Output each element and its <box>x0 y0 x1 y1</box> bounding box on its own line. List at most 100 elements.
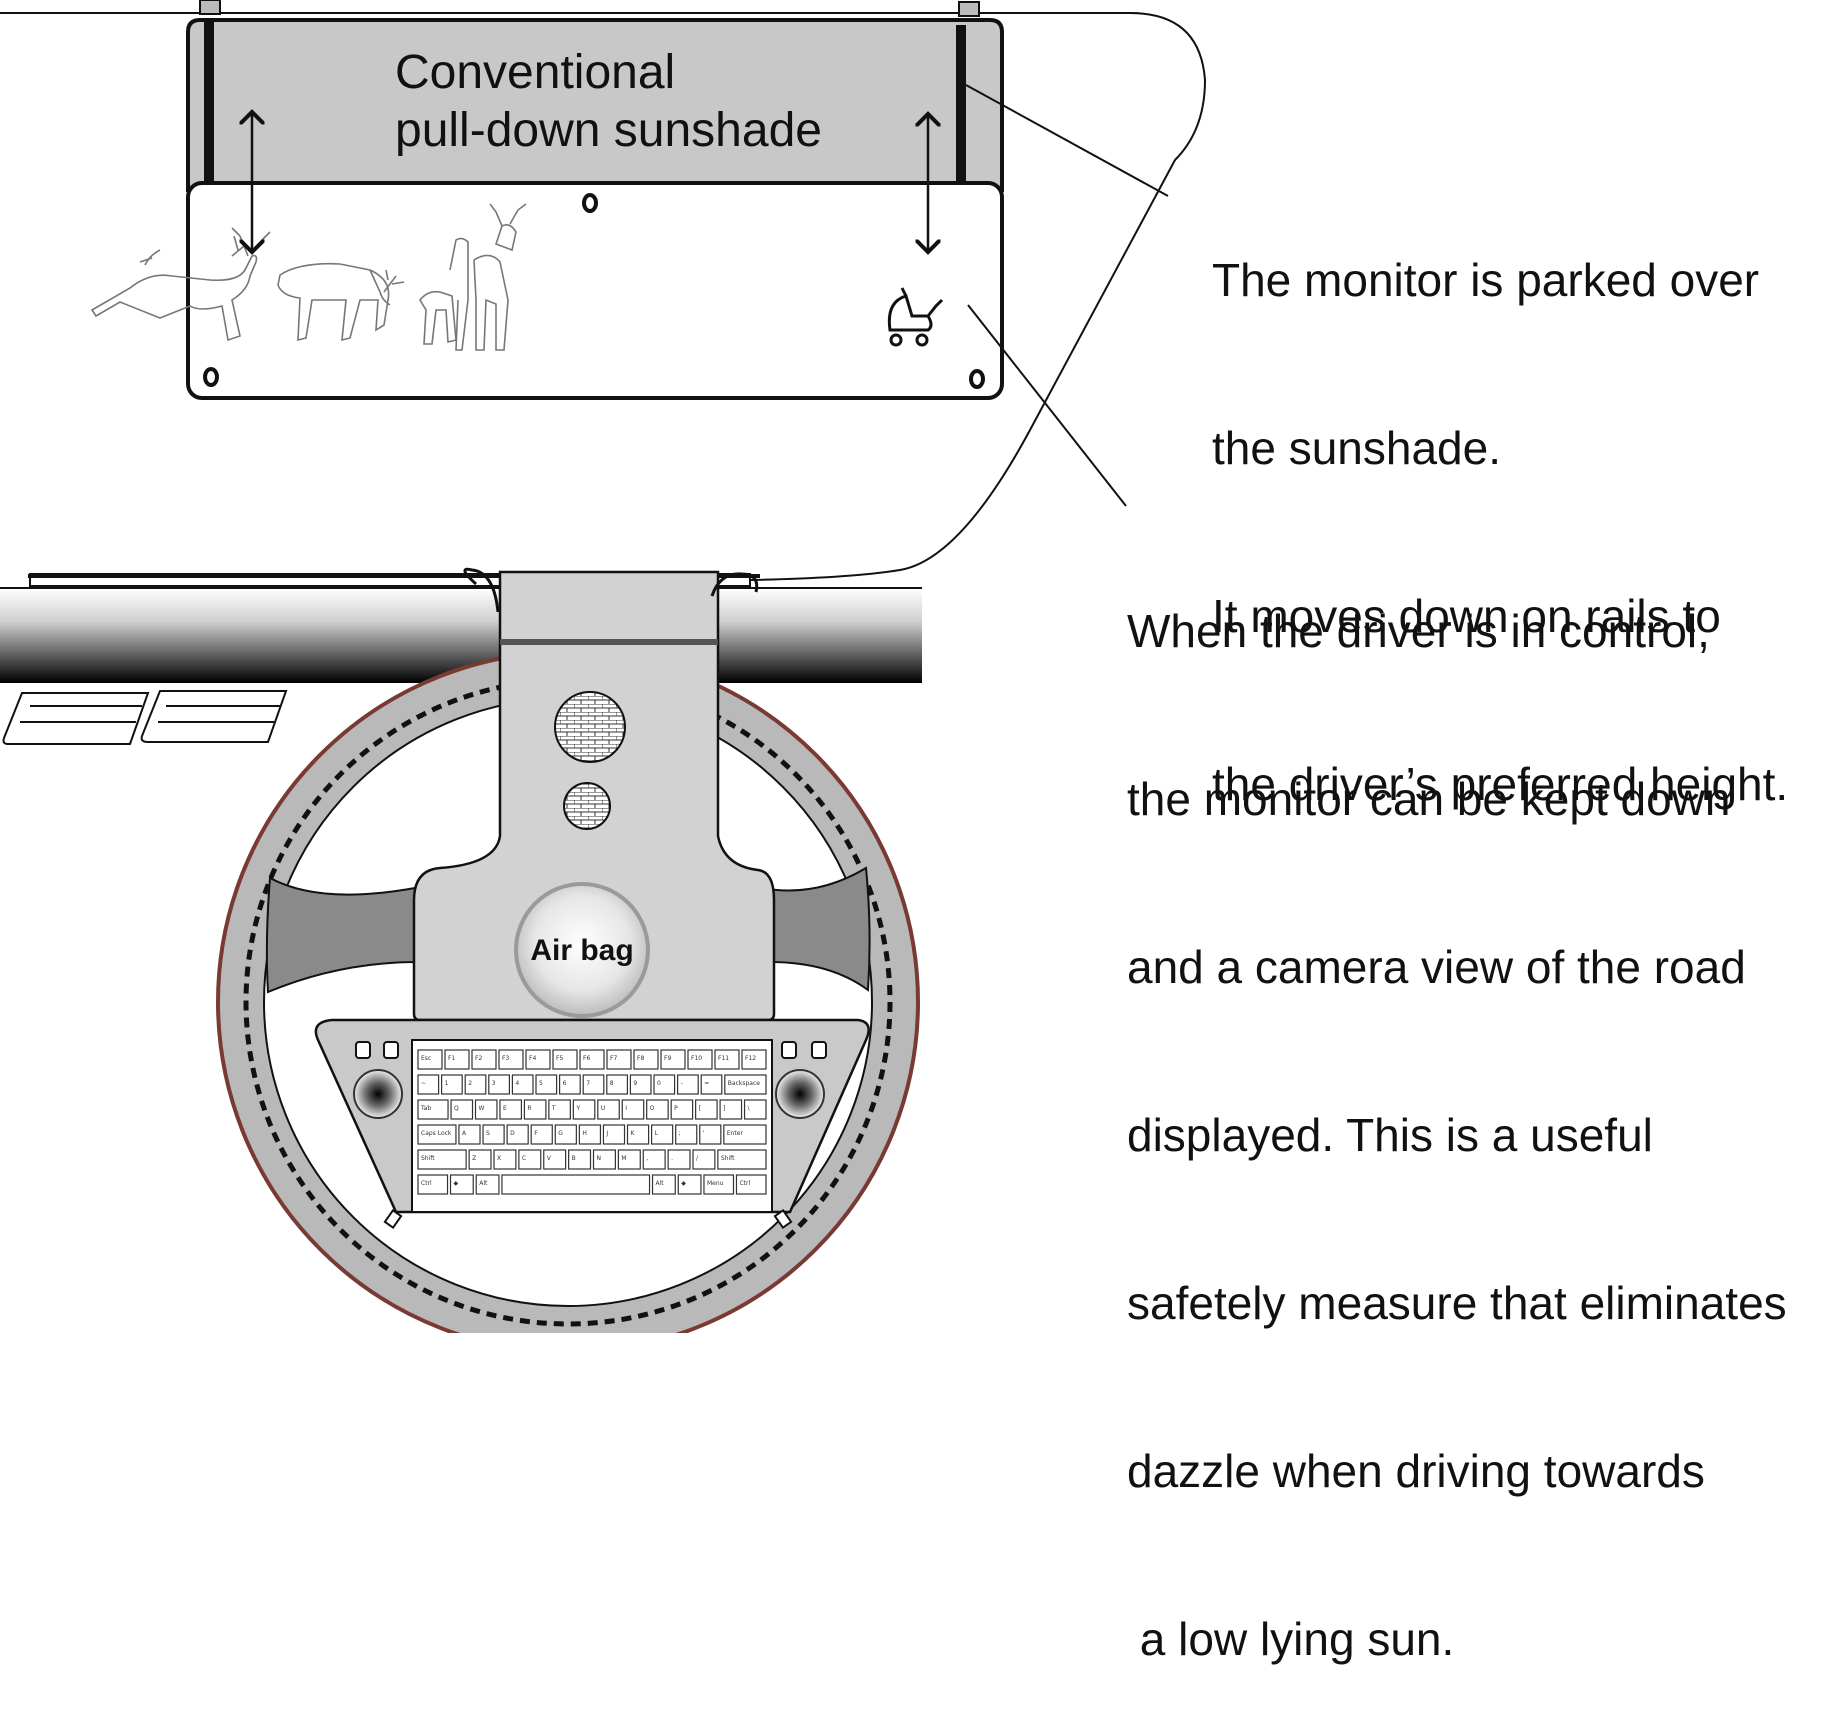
keyboard-key[interactable] <box>687 1049 713 1070</box>
keyboard-key[interactable] <box>670 1099 694 1120</box>
keyboard-key[interactable] <box>498 1049 524 1070</box>
keyboard-key[interactable] <box>488 1074 510 1095</box>
keyboard-key-label: N <box>597 1155 602 1162</box>
keyboard-key-label: U <box>601 1105 605 1112</box>
keyboard-key[interactable] <box>700 1074 723 1095</box>
keyboard-key[interactable] <box>650 1124 674 1145</box>
keyboard-key[interactable] <box>723 1124 767 1145</box>
wheel-spoke-right <box>760 866 871 992</box>
keyboard-key[interactable] <box>441 1074 463 1095</box>
keyboard-key[interactable] <box>743 1099 767 1120</box>
keyboard-key[interactable] <box>606 1049 632 1070</box>
keyboard-key[interactable] <box>548 1099 571 1120</box>
keyboard-key[interactable] <box>695 1099 718 1120</box>
keyboard-key[interactable] <box>719 1099 743 1120</box>
keyboard-key[interactable] <box>475 1174 500 1195</box>
keyboard-key[interactable] <box>474 1099 498 1120</box>
keyboard-key[interactable] <box>450 1099 474 1120</box>
keyboard-key[interactable] <box>676 1074 699 1095</box>
keyboard-key[interactable] <box>621 1099 645 1120</box>
keyboard-key[interactable] <box>543 1149 567 1170</box>
keyboard-key[interactable] <box>617 1149 641 1170</box>
keyboard-key[interactable] <box>626 1124 650 1145</box>
panel-button-1[interactable] <box>355 1041 371 1059</box>
keyboard-key[interactable] <box>417 1074 440 1095</box>
keyboard-key-label: F12 <box>745 1055 756 1062</box>
panel-button-3[interactable] <box>781 1041 797 1059</box>
keyboard-key-label: M <box>621 1155 626 1162</box>
keyboard-key[interactable] <box>582 1074 605 1095</box>
keyboard-key[interactable] <box>653 1074 676 1095</box>
keyboard-key[interactable] <box>449 1174 474 1195</box>
keyboard-key[interactable] <box>518 1149 542 1170</box>
keyboard-key[interactable] <box>525 1049 551 1070</box>
keyboard-key[interactable] <box>417 1149 467 1170</box>
keyboard-key[interactable] <box>699 1124 722 1145</box>
mount-hole-right <box>969 369 985 389</box>
keyboard-key[interactable] <box>714 1049 740 1070</box>
keyboard-key[interactable] <box>703 1174 735 1195</box>
keyboard-key[interactable] <box>417 1099 449 1120</box>
keyboard-key[interactable] <box>646 1099 669 1120</box>
keyboard-key[interactable] <box>724 1074 767 1095</box>
keyboard-key[interactable] <box>572 1099 596 1120</box>
trackball-left-icon[interactable] <box>353 1069 403 1119</box>
keyboard-key[interactable] <box>417 1174 449 1195</box>
keyboard-key-label: E <box>503 1105 507 1112</box>
keyboard-key[interactable] <box>558 1074 581 1095</box>
keyboard-key[interactable] <box>579 1049 605 1070</box>
keyboard-key[interactable] <box>660 1049 686 1070</box>
keyboard-key[interactable] <box>482 1124 505 1145</box>
keyboard-key[interactable] <box>554 1124 577 1145</box>
keyboard-key[interactable] <box>493 1149 517 1170</box>
keyboard-key[interactable] <box>417 1124 457 1145</box>
keyboard-key[interactable] <box>578 1124 602 1145</box>
stalk-hook-right <box>710 572 759 597</box>
mount-hole-left <box>203 367 219 387</box>
keyboard-key[interactable] <box>629 1074 652 1095</box>
keyboard-key-label: Esc <box>421 1055 431 1062</box>
keyboard-key[interactable] <box>651 1174 676 1195</box>
keyboard-key[interactable] <box>741 1049 767 1070</box>
keyboard-key-label: 4 <box>515 1080 519 1087</box>
keyboard-key[interactable] <box>735 1174 767 1195</box>
keyboard-key[interactable] <box>471 1049 497 1070</box>
panel-button-2[interactable] <box>383 1041 399 1059</box>
trackball-right-icon[interactable] <box>775 1069 825 1119</box>
keyboard-key[interactable] <box>506 1124 529 1145</box>
keyboard-key[interactable] <box>530 1124 553 1145</box>
keyboard-key[interactable] <box>568 1149 592 1170</box>
keyboard-key[interactable] <box>675 1124 698 1145</box>
keyboard-key[interactable] <box>444 1049 470 1070</box>
keyboard-key-label: F3 <box>502 1055 509 1062</box>
keyboard-key[interactable] <box>633 1049 659 1070</box>
keyboard-key[interactable] <box>523 1099 547 1120</box>
keyboard-key[interactable] <box>499 1099 523 1120</box>
keyboard-key[interactable] <box>602 1124 626 1145</box>
keyboard-key-label: C <box>522 1155 526 1162</box>
keyboard-key[interactable] <box>552 1049 578 1070</box>
keyboard-key-label: J <box>605 1130 608 1137</box>
keyboard-key[interactable] <box>692 1149 716 1170</box>
annotation-monitor-parked: The monitor is parked over the sunshade.… <box>1212 140 1788 868</box>
keyboard-key[interactable] <box>677 1174 702 1195</box>
keyboard-key[interactable] <box>592 1149 616 1170</box>
keyboard-key[interactable] <box>417 1049 443 1070</box>
keyboard-key-label: Alt <box>656 1180 665 1187</box>
keyboard-key[interactable] <box>667 1149 691 1170</box>
keyboard-key[interactable] <box>642 1149 666 1170</box>
keyboard-key-label: O <box>650 1105 655 1112</box>
keyboard-key[interactable] <box>606 1074 628 1095</box>
keyboard-key-label: G <box>558 1130 563 1137</box>
keyboard-key[interactable] <box>464 1074 487 1095</box>
keyboard-key[interactable] <box>468 1149 492 1170</box>
keyboard-key[interactable] <box>597 1099 620 1120</box>
keyboard-key-label: F9 <box>664 1055 671 1062</box>
keyboard-key[interactable] <box>458 1124 481 1145</box>
keyboard-key[interactable] <box>501 1174 651 1195</box>
keyboard-key[interactable] <box>717 1149 767 1170</box>
panel-button-4[interactable] <box>811 1041 827 1059</box>
annotation-parked-line: the sunshade. <box>1212 422 1502 474</box>
keyboard-key[interactable] <box>535 1074 558 1095</box>
keyboard-key[interactable] <box>511 1074 534 1095</box>
